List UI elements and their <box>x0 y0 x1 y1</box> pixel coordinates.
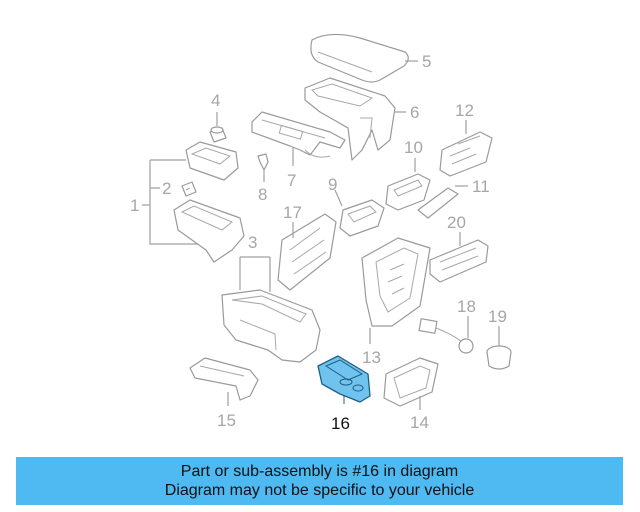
part-1-bin <box>142 141 239 245</box>
label-19: 19 <box>488 307 507 326</box>
part-5-armrest-lid <box>310 33 418 83</box>
label-15: 15 <box>217 411 236 430</box>
part-17-bracket <box>277 213 337 291</box>
label-8: 8 <box>258 185 267 204</box>
label-2: 2 <box>162 179 171 198</box>
label-7: 7 <box>287 171 296 190</box>
part-9-switch-panel <box>334 189 385 237</box>
part-1-tray <box>173 199 245 263</box>
label-20: 20 <box>447 213 466 232</box>
label-11: 11 <box>472 177 490 196</box>
label-4: 4 <box>211 91 220 110</box>
label-16: 16 <box>331 414 350 433</box>
part-18-connector <box>418 316 474 354</box>
label-10: 10 <box>404 138 423 157</box>
part-20-vent <box>429 232 489 283</box>
part-13-rear-panel <box>361 237 431 344</box>
label-5: 5 <box>422 52 431 71</box>
label-3: 3 <box>248 233 257 252</box>
banner-line-2: Diagram may not be specific to your vehi… <box>164 482 475 499</box>
label-12: 12 <box>455 101 474 120</box>
label-6: 6 <box>410 103 419 122</box>
part-2-clip <box>181 181 197 197</box>
label-1: 1 <box>130 196 139 215</box>
parts-diagram: 5 6 4 12 10 7 8 9 11 2 1 17 3 20 18 19 1… <box>130 33 512 433</box>
part-3-console-frame <box>221 256 321 363</box>
label-14: 14 <box>410 413 429 432</box>
part-7-upper-trim <box>251 111 346 166</box>
banner-line-1: Part or sub-assembly is #16 in diagram <box>180 463 459 480</box>
part-15-duct <box>189 357 259 406</box>
part-12-bezel <box>439 120 493 177</box>
label-18: 18 <box>457 297 476 316</box>
part-14-tray-insert <box>383 357 439 410</box>
label-17: 17 <box>283 203 302 222</box>
part-11-plate <box>417 185 468 219</box>
part-6-armrest-base <box>304 77 406 161</box>
part-16-cup-holder-highlighted <box>317 355 371 404</box>
label-13: 13 <box>362 348 381 367</box>
part-8-screw <box>257 153 269 182</box>
part-4-clip <box>209 112 227 143</box>
label-9: 9 <box>328 175 337 194</box>
part-10-panel <box>385 158 431 211</box>
info-banner: Part or sub-assembly is #16 in diagram D… <box>16 457 623 505</box>
part-19-socket <box>486 326 512 370</box>
